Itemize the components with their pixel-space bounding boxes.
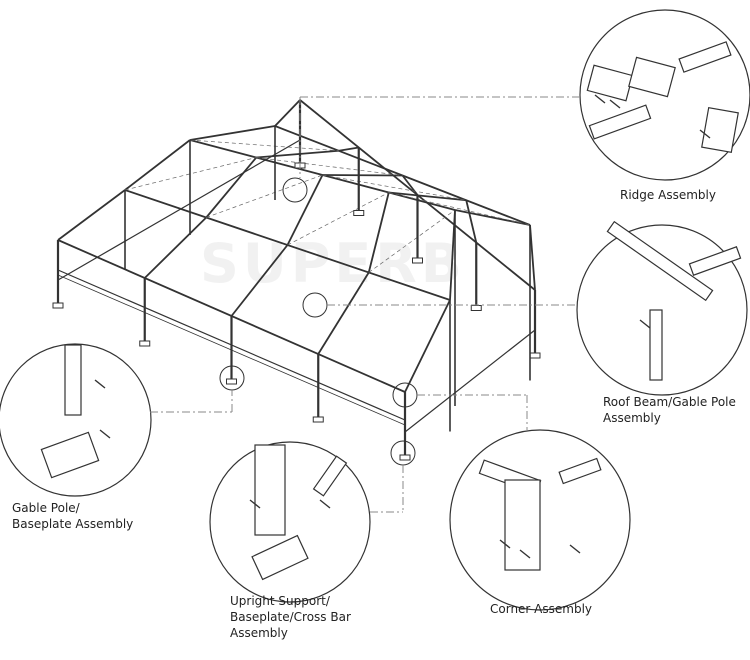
upright-post-detail bbox=[254, 444, 286, 536]
gable-pole bbox=[649, 309, 663, 381]
crossbar bbox=[312, 455, 348, 497]
rafter bbox=[230, 244, 289, 317]
rafter bbox=[274, 99, 301, 127]
upright-inset-circle bbox=[209, 441, 371, 603]
detail-marker-circle bbox=[390, 440, 416, 466]
beam-profile bbox=[678, 41, 732, 73]
bolt bbox=[569, 544, 581, 554]
rafter bbox=[404, 299, 451, 393]
gable-crossbar bbox=[57, 139, 301, 281]
gable-crossbar bbox=[404, 329, 536, 433]
roof-brace bbox=[189, 139, 339, 152]
rafter bbox=[322, 174, 403, 177]
roof-brace bbox=[368, 209, 456, 273]
rafter bbox=[465, 200, 478, 243]
bolt bbox=[609, 99, 621, 109]
detail-marker-circle bbox=[302, 292, 328, 318]
bolt bbox=[499, 539, 511, 549]
gable-pole-lower bbox=[64, 344, 82, 416]
bolt bbox=[319, 499, 331, 509]
rafter bbox=[338, 146, 359, 152]
baseplate bbox=[529, 352, 541, 359]
roof-brace bbox=[322, 174, 467, 201]
rafter bbox=[449, 209, 456, 301]
rafter bbox=[367, 192, 390, 273]
side-rail bbox=[57, 269, 406, 421]
bolt bbox=[639, 319, 651, 329]
label-ridge-assembly: Ridge Assembly bbox=[620, 188, 716, 202]
beam-profile bbox=[588, 104, 652, 140]
baseplate-detail bbox=[251, 534, 309, 581]
baseplate bbox=[412, 257, 423, 264]
rafter bbox=[388, 191, 467, 202]
rafter bbox=[144, 216, 207, 279]
rafter bbox=[124, 139, 191, 191]
baseplate bbox=[226, 378, 237, 385]
baseplate bbox=[312, 416, 324, 423]
rafter bbox=[189, 125, 276, 141]
label-roof-beam-gable-pole-assembly: Roof Beam/Gable Pole Assembly bbox=[603, 395, 736, 425]
roof-brace bbox=[287, 192, 389, 246]
bolt bbox=[699, 129, 711, 139]
rafter bbox=[286, 174, 324, 246]
rafter bbox=[256, 149, 339, 159]
bolt bbox=[594, 94, 606, 104]
gable-pole-inset-circle bbox=[0, 343, 152, 497]
ridge-connector bbox=[586, 64, 634, 102]
beam-profile bbox=[558, 457, 602, 485]
roof-brace bbox=[124, 157, 257, 191]
roof-brace bbox=[256, 157, 403, 176]
baseplate-detail bbox=[40, 431, 100, 479]
rafter bbox=[57, 189, 126, 241]
rafter bbox=[454, 209, 531, 226]
baseplate bbox=[470, 305, 482, 311]
detail-marker-circle bbox=[282, 177, 308, 203]
corner-post bbox=[504, 479, 541, 571]
rafter bbox=[317, 272, 370, 355]
rafter bbox=[401, 174, 419, 196]
beam-profile bbox=[701, 107, 739, 153]
roof-beam bbox=[606, 220, 714, 302]
rafter bbox=[205, 156, 257, 219]
baseplate bbox=[52, 302, 64, 309]
label-gable-pole-baseplate-assembly: Gable Pole/ Baseplate Assembly bbox=[12, 501, 134, 531]
ridge-connector bbox=[628, 56, 676, 98]
beam-profile bbox=[688, 246, 742, 276]
side-rail bbox=[57, 274, 406, 426]
bolt bbox=[249, 499, 261, 509]
rafter bbox=[529, 224, 536, 291]
baseplate bbox=[353, 210, 365, 216]
label-upright-support-assembly: Upright Support/ Baseplate/Cross Bar Ass… bbox=[230, 594, 351, 640]
bolt bbox=[519, 549, 531, 559]
bolt bbox=[94, 379, 106, 389]
roof-brace bbox=[388, 192, 531, 226]
baseplate bbox=[139, 340, 151, 347]
bolt bbox=[99, 429, 111, 439]
baseplate bbox=[399, 454, 411, 461]
label-corner-assembly: Corner Assembly bbox=[490, 602, 593, 616]
